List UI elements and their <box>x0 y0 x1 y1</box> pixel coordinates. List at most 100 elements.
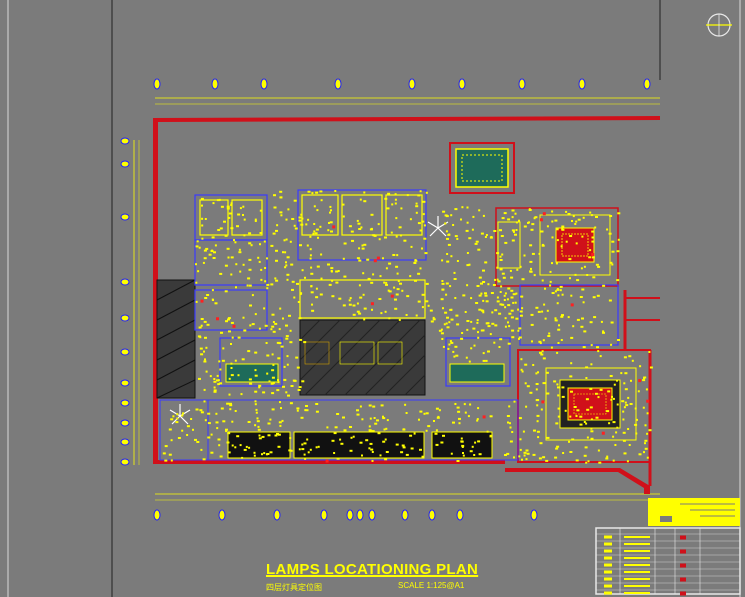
lamp-fixture <box>591 236 595 239</box>
lamp-fixture <box>609 375 613 377</box>
lamp-fixture <box>237 336 241 339</box>
lamp-fixture <box>298 216 302 219</box>
lamp-fixture <box>195 300 198 303</box>
lamp-fixture <box>291 218 295 220</box>
lamp-fixture <box>213 390 217 393</box>
lamp-fixture <box>590 418 593 421</box>
legend-symbol <box>604 542 612 546</box>
lamp-fixture <box>617 212 621 215</box>
lamp-fixture <box>198 326 202 329</box>
lamp-fixture <box>453 271 456 274</box>
lamp-fixture <box>441 338 444 340</box>
lamp-fixture <box>485 359 488 362</box>
lamp-fixture <box>290 263 294 266</box>
lamp-fixture <box>648 351 651 353</box>
lamp-fixture <box>230 227 234 230</box>
lamp-fixture <box>202 458 206 461</box>
lamp-fixture <box>446 237 449 240</box>
lamp-fixture <box>372 273 375 276</box>
lamp-fixture <box>432 316 435 319</box>
lamp-fixture <box>219 368 222 371</box>
lamp-fixture <box>243 234 246 237</box>
lamp-fixture <box>262 391 266 394</box>
lamp-fixture <box>331 439 335 442</box>
lamp-fixture <box>644 439 648 442</box>
lamp-fixture <box>176 417 179 420</box>
lamp-fixture <box>448 343 451 346</box>
lamp-fixture <box>330 209 332 212</box>
lamp-fixture <box>172 415 175 418</box>
lamp-fixture <box>306 244 309 247</box>
lamp-fixture <box>164 445 168 448</box>
lamp-fixture <box>211 289 214 292</box>
lamp-fixture <box>383 281 386 284</box>
lamp-fixture <box>461 446 464 448</box>
lamp-fixture <box>201 237 204 240</box>
lamp-fixture <box>278 421 282 424</box>
lamp-fixture <box>380 312 383 315</box>
lamp-fixture <box>339 438 342 441</box>
emergency-fixtures <box>200 212 650 463</box>
lamp-fixture <box>334 426 338 429</box>
lamp-fixture <box>201 217 204 220</box>
lamp-fixture <box>583 454 587 457</box>
lamp-fixture <box>482 359 486 362</box>
lamp-fixture <box>512 301 515 304</box>
lamp-fixture <box>228 330 231 333</box>
lamp-fixture <box>513 456 515 459</box>
lamp-fixture <box>220 407 224 410</box>
lamp-fixture <box>461 206 464 209</box>
lamp-fixture <box>230 204 233 206</box>
lamp-fixture <box>278 328 281 331</box>
lamp-fixture <box>335 281 339 284</box>
lamp-fixture <box>580 325 584 328</box>
plant-icon <box>169 216 449 425</box>
lamp-fixture <box>608 422 611 425</box>
lamp-fixture <box>554 319 557 322</box>
lamp-fixture <box>561 386 565 389</box>
lamp-fixture <box>267 422 271 425</box>
lamp-fixture <box>442 434 445 437</box>
lamp-fixture <box>549 284 552 287</box>
lamp-fixture <box>225 430 228 433</box>
lamp-fixture <box>515 221 518 224</box>
lamp-fixture <box>610 321 614 324</box>
lamp-fixture <box>269 418 272 421</box>
lamp-fixture <box>616 403 619 406</box>
lamp-fixture <box>587 460 590 463</box>
lamp-fixture <box>386 419 389 422</box>
lamp-fixture <box>457 410 461 413</box>
lamp-fixture <box>586 436 589 439</box>
lamp-fixture <box>445 293 448 296</box>
lamp-fixture <box>515 292 518 295</box>
lamp-fixture <box>464 311 467 313</box>
lamp-fixture <box>555 422 559 425</box>
lamp-fixture <box>571 220 573 222</box>
lamp-fixture <box>299 338 303 341</box>
lamp-fixture <box>192 428 194 431</box>
lamp-fixture <box>289 341 293 344</box>
lamp-fixture <box>616 250 620 253</box>
lamp-fixture <box>251 323 255 326</box>
lamp-fixture <box>506 415 510 417</box>
lamp-fixture <box>384 197 388 200</box>
lamp-fixture <box>304 276 306 279</box>
lamp-fixture <box>455 314 459 317</box>
lamp-fixture <box>208 253 212 256</box>
lamp-fixture <box>223 220 226 223</box>
lamp-fixture <box>504 317 507 320</box>
west-stair-core <box>156 279 196 399</box>
lamp-fixture <box>266 287 269 290</box>
lamp-fixture <box>239 270 242 273</box>
lamp-fixture <box>275 249 278 252</box>
lamp-fixture <box>433 420 435 422</box>
lamp-fixture <box>484 261 488 264</box>
lamp-fixture <box>276 433 279 435</box>
lamp-fixture <box>388 262 392 265</box>
lamp-fixture <box>217 383 221 386</box>
lamp-fixture <box>623 382 626 385</box>
upper-middle-rooms <box>297 189 427 319</box>
lamp-fixture <box>415 314 418 317</box>
lamp-fixture <box>270 328 273 331</box>
